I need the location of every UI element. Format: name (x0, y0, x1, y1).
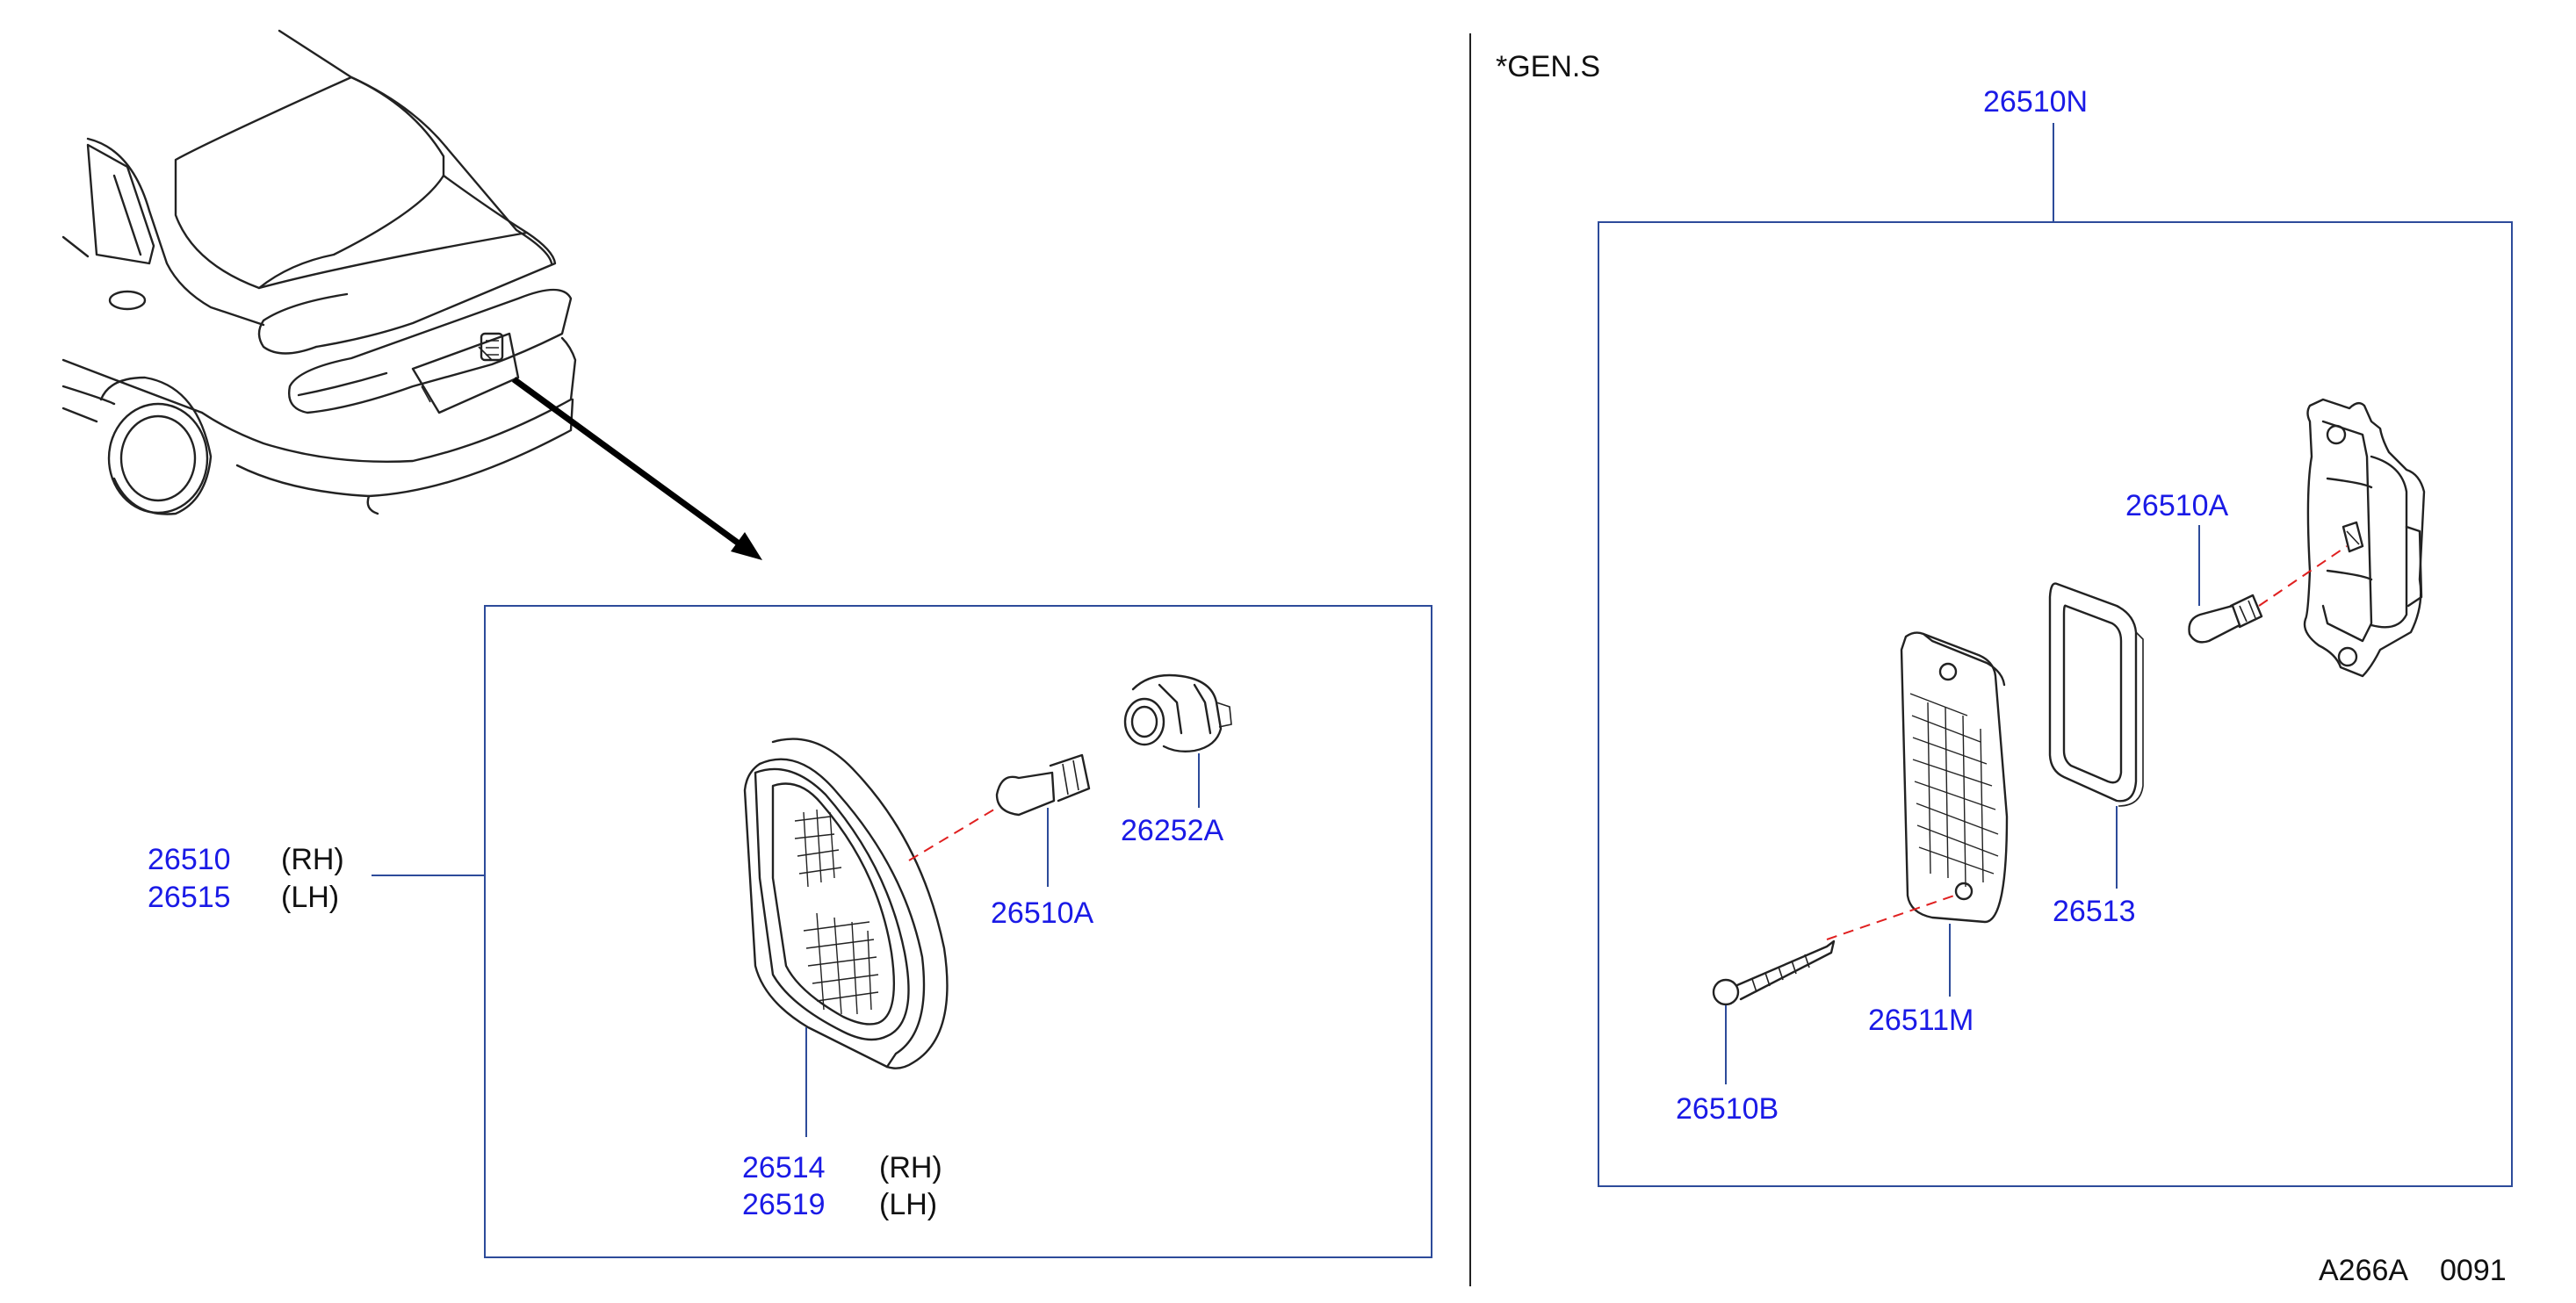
drawing-code: A266A (2319, 1254, 2408, 1287)
assembly-lh-part-number: 26515 (148, 881, 231, 914)
socket-left-part-number: 26252A (1121, 814, 1224, 847)
lens-lh-part-number: 26519 (742, 1188, 826, 1221)
bulb-right-part-number: 26510A (2125, 489, 2229, 522)
car-rear-illustration (61, 29, 577, 515)
lens-right-part-number: 26511M (1868, 1004, 1973, 1037)
centerline-bulb (2258, 545, 2348, 607)
right-detail-frame (1598, 221, 2513, 1187)
assembly-lh-side: (LH) (281, 881, 339, 914)
license-lamp-lens (1900, 631, 2009, 924)
assembly-rh-part-number: 26510 (148, 843, 231, 876)
license-lamp-housing (2303, 398, 2426, 678)
side-marker-lens (754, 767, 910, 1041)
bulb-left-part-number: 26510A (991, 896, 1094, 930)
lens-rh-part-number: 26514 (742, 1151, 826, 1184)
screw (1712, 939, 1836, 1006)
socket-left (1123, 673, 1232, 753)
drawing-number: 0091 (2440, 1254, 2507, 1287)
gasket-part-number: 26513 (2053, 895, 2136, 928)
bulb-left (995, 753, 1091, 817)
screw-part-number: 26510B (1676, 1092, 1779, 1126)
view-arrow (511, 377, 762, 560)
assembly-rh-side: (RH) (281, 843, 344, 876)
lens-lh-side: (LH) (879, 1188, 937, 1221)
bulb-right (2188, 594, 2263, 644)
variant-note: *GEN.S (1496, 50, 1600, 83)
assembly-n-part-number: 26510N (1983, 85, 2088, 119)
left-detail-frame (484, 605, 1432, 1258)
side-marker-lamp-housing (743, 738, 949, 1069)
centerline-screw (1826, 895, 1955, 940)
centerline-left (908, 807, 998, 861)
gasket (2048, 582, 2144, 807)
lens-rh-side: (RH) (879, 1151, 942, 1184)
